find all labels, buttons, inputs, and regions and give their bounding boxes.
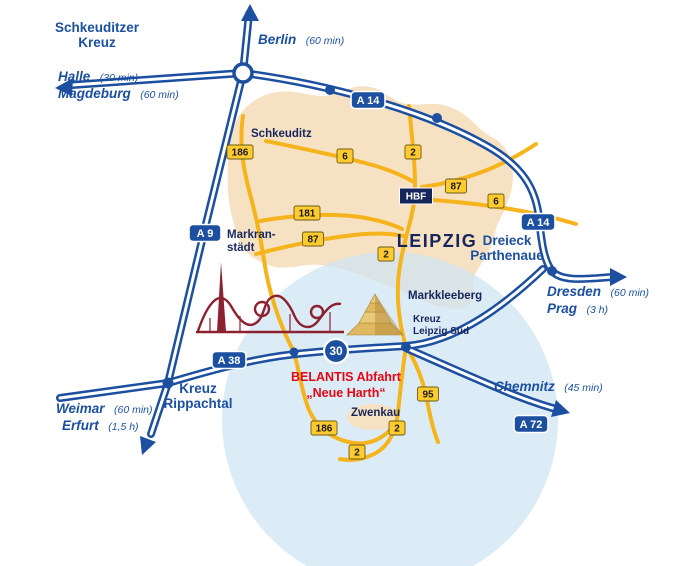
exit-30-symbol: 30 (322, 337, 350, 365)
badge-b2-mid: 2 (377, 246, 395, 262)
badge-a9: A 9 (188, 223, 222, 243)
label-markranstaedt-line2: städt (227, 242, 255, 254)
svg-text:2: 2 (383, 250, 389, 261)
label-markranstaedt-line1: Markran- (227, 229, 276, 241)
road-b87-east (420, 142, 538, 189)
label-chemnitz: Chemnitz (45 min) (494, 378, 603, 395)
svg-text:6: 6 (493, 197, 499, 208)
svg-text:HBF: HBF (406, 192, 427, 203)
badge-b6-east: 6 (487, 193, 505, 209)
label-leipzig: LEIPZIG (397, 231, 478, 251)
arrow-berlin (241, 4, 259, 21)
badge-b95: 95 (417, 386, 439, 402)
label-schkeuditzer-kreuz-line2: Kreuz (78, 35, 116, 50)
svg-text:A 9: A 9 (197, 228, 214, 240)
label-dreieck-parthenaue-line1: Dreieck (483, 233, 532, 248)
badge-b2-southwest: 2 (348, 444, 366, 460)
svg-text:2: 2 (394, 424, 400, 435)
urban-area-leipzig (227, 86, 513, 310)
svg-text:6: 6 (342, 152, 348, 163)
hbf-badge: HBF (399, 187, 433, 205)
arrow-dresden-prag (610, 268, 627, 286)
belantis-pyramid-icon (346, 293, 404, 336)
badge-b181: 181 (293, 205, 321, 221)
junction-kreuz-rippachtal (162, 377, 174, 389)
arrow-chemnitz (551, 400, 570, 417)
junction-schkeuditzer-kreuz (232, 62, 254, 84)
label-prag: Prag (3 h) (547, 300, 608, 317)
svg-text:186: 186 (316, 424, 333, 435)
road-b87-west (254, 231, 406, 256)
label-kreuz-leipzig-sued-line2: Leipzig Süd (413, 326, 469, 337)
svg-text:87: 87 (307, 235, 319, 246)
badge-a72: A 72 (513, 414, 549, 434)
junction-a38-b186 (289, 347, 299, 357)
junction-a14-b2 (325, 85, 335, 95)
label-erfurt: Erfurt (1,5 h) (62, 417, 139, 434)
label-schkeuditzer-kreuz-line1: Schkeuditzer (55, 20, 140, 35)
badge-b6-west: 6 (336, 148, 354, 164)
arrow-halle-magdeburg (55, 78, 73, 96)
label-weimar: Weimar (60 min) (56, 400, 153, 417)
svg-text:30: 30 (329, 344, 343, 358)
label-belantis-exit-line2: „Neue Harth“ (306, 386, 385, 400)
badge-b186-north: 186 (226, 144, 254, 160)
arrow-weimar-erfurt (140, 436, 156, 455)
urban-area-zwenkau (347, 404, 399, 430)
badge-b186-south: 186 (310, 420, 338, 436)
svg-text:2: 2 (410, 148, 416, 159)
svg-text:95: 95 (422, 390, 434, 401)
road-b6-east (418, 197, 578, 226)
badge-a14-north: A 14 (350, 90, 386, 110)
road-b2-north (395, 104, 418, 349)
junction-a14-east (432, 113, 442, 123)
badge-b87-west: 87 (302, 231, 324, 247)
badge-a14-east: A 14 (520, 212, 556, 232)
svg-text:A 14: A 14 (527, 217, 551, 229)
label-berlin: Berlin (60 min) (258, 31, 344, 48)
svg-text:186: 186 (232, 148, 249, 159)
badge-b2-north: 2 (404, 144, 422, 160)
label-kreuz-rippachtal-line1: Kreuz (179, 381, 217, 396)
badge-b2-south: 2 (388, 420, 406, 436)
label-kreuz-rippachtal-line2: Rippachtal (163, 396, 232, 411)
svg-text:2: 2 (354, 448, 360, 459)
rollercoaster-icon (196, 262, 344, 334)
label-markkleeberg: Markkleeberg (408, 290, 482, 302)
badge-b87-east: 87 (445, 178, 467, 194)
label-dresden: Dresden (60 min) (547, 283, 649, 300)
junction-dreieck-parthenaue (547, 266, 557, 276)
svg-text:A 72: A 72 (520, 419, 543, 431)
svg-text:87: 87 (450, 182, 462, 193)
road-b6-west (264, 139, 416, 184)
svg-text:A 38: A 38 (218, 355, 241, 367)
label-halle: Halle (30 min) (58, 68, 138, 85)
label-dreieck-parthenaue-line2: Parthenaue (470, 248, 544, 263)
label-kreuz-leipzig-sued-line1: Kreuz (413, 314, 441, 325)
label-schkeuditz: Schkeuditz (251, 128, 312, 140)
label-magdeburg: Magdeburg (60 min) (58, 85, 179, 102)
junction-kreuz-leipzig-sued (401, 342, 411, 352)
road-b181 (258, 212, 404, 231)
label-belantis-exit-line1: BELANTIS Abfahrt (291, 370, 402, 384)
svg-text:181: 181 (299, 209, 316, 220)
label-zwenkau: Zwenkau (351, 407, 400, 419)
badge-a38: A 38 (211, 350, 247, 370)
federal-roads (239, 104, 578, 462)
svg-text:A 14: A 14 (357, 95, 381, 107)
